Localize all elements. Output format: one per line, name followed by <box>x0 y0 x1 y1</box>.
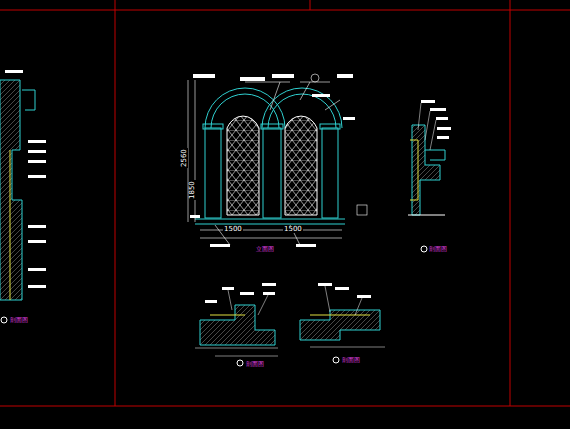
label-placeholders <box>190 74 355 247</box>
view-title: 立面图 <box>255 246 275 252</box>
dimension-lines <box>188 74 367 245</box>
window-lattice <box>227 116 317 215</box>
window-elevation <box>195 88 345 224</box>
view-title: 剖面图 <box>9 317 29 323</box>
view-title: 剖面图 <box>428 246 448 252</box>
dimension-text: 2560 <box>181 148 188 168</box>
right-section <box>408 100 451 252</box>
dimension-text: 1500 <box>223 226 243 233</box>
view-title: 剖面图 <box>245 361 265 367</box>
left-section <box>0 70 46 323</box>
bottom-sections <box>195 283 385 366</box>
dimension-text: 1500 <box>283 226 303 233</box>
dimension-text: 1850 <box>189 180 196 200</box>
frame-lines <box>0 0 570 406</box>
view-title: 剖面图 <box>341 357 361 363</box>
